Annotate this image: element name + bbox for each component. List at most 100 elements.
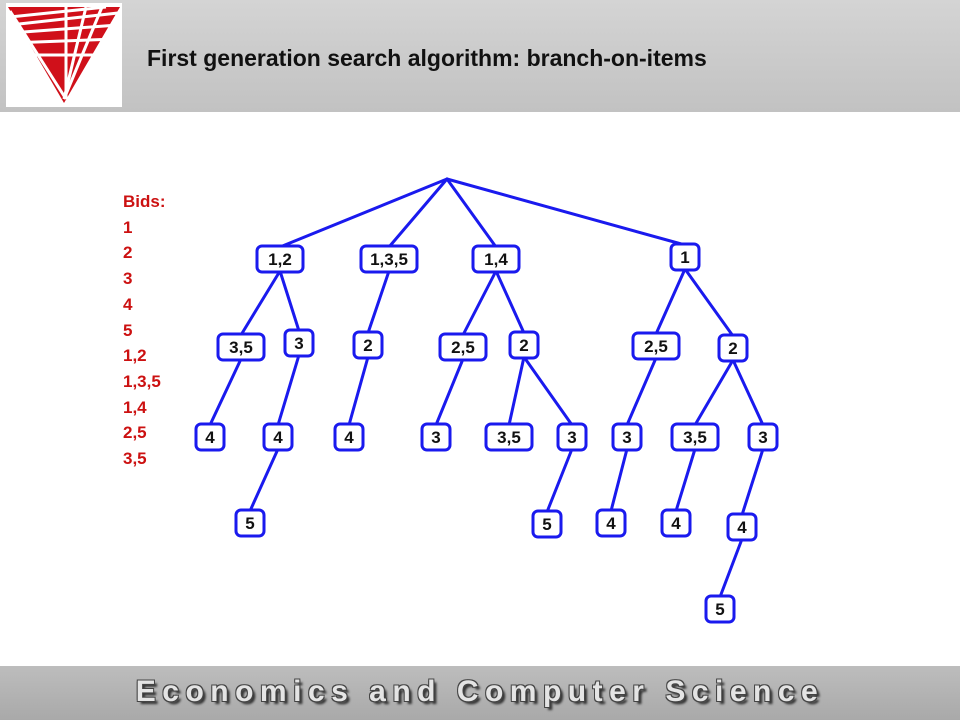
tree-node-label: 5 xyxy=(542,515,551,534)
tree-node-label: 5 xyxy=(715,600,724,619)
tree-node-label: 3,5 xyxy=(229,338,253,357)
tree-node: 1 xyxy=(669,242,701,272)
tree-node: 4 xyxy=(660,508,692,538)
tree-node: 3,5 xyxy=(670,422,720,452)
tree-node-label: 3 xyxy=(294,334,303,353)
tree-edge xyxy=(731,358,765,427)
tree-node: 5 xyxy=(704,594,736,624)
tree-node: 2,5 xyxy=(438,332,488,362)
tree-edge xyxy=(248,447,280,513)
tree-node-box xyxy=(595,508,627,538)
tree-node-label: 2 xyxy=(728,339,737,358)
tree-node-box xyxy=(531,509,563,539)
tree-node-label: 1,2 xyxy=(268,250,292,269)
tree-node-label: 4 xyxy=(273,428,283,447)
tree-node-label: 1,4 xyxy=(484,250,508,269)
slide-footer: Economics and Computer Science xyxy=(0,666,960,720)
tree-node-label: 1,3,5 xyxy=(370,250,408,269)
tree-node-box xyxy=(670,422,720,452)
tree-edge xyxy=(545,447,574,514)
tree-node-box xyxy=(359,244,419,274)
tree-node: 4 xyxy=(262,422,294,452)
tree-edge xyxy=(445,177,498,249)
tree-node-box xyxy=(669,242,701,272)
tree-node-box xyxy=(420,422,452,452)
tree-node: 2 xyxy=(717,333,749,363)
tree-node-label: 4 xyxy=(205,428,215,447)
tree-node: 3 xyxy=(420,422,452,452)
bid-item: 1 xyxy=(123,217,133,237)
tree-node-box xyxy=(508,330,540,360)
tree-edge xyxy=(278,269,301,333)
tree-node-box xyxy=(747,422,779,452)
tree-node-box xyxy=(262,422,294,452)
tree-node: 1,4 xyxy=(471,244,521,274)
tree-node-box xyxy=(234,508,266,538)
tree-edge xyxy=(347,355,370,427)
bid-item: 1,2 xyxy=(123,346,147,366)
tree-node-box xyxy=(556,422,588,452)
tree-node: 3 xyxy=(611,422,643,452)
tree-edge xyxy=(683,267,735,338)
tree-node-label: 3,5 xyxy=(683,428,707,447)
bid-item: 3 xyxy=(123,269,133,289)
tree-node: 3 xyxy=(283,328,315,358)
bids-label: Bids: xyxy=(123,192,166,211)
bid-item: 5 xyxy=(123,320,133,340)
tree-node: 4 xyxy=(194,422,226,452)
tree-node: 2,5 xyxy=(631,331,681,361)
tree-node: 3,5 xyxy=(484,422,534,452)
bids-list: Bids: 1 2 3 4 5 1,2 1,3,5 1,4 2,5 3,5 xyxy=(123,189,166,472)
tree-edge xyxy=(278,177,449,249)
tree-edges xyxy=(208,177,765,599)
tree-node-box xyxy=(726,512,758,542)
tree-node-label: 2 xyxy=(519,336,528,355)
tree-edge xyxy=(740,447,765,517)
tree-node: 1,3,5 xyxy=(359,244,419,274)
tree-node-box xyxy=(216,332,266,362)
tree-node-label: 3 xyxy=(758,428,767,447)
tree-node-label: 1 xyxy=(680,248,689,267)
tree-node-box xyxy=(194,422,226,452)
tree-edge xyxy=(625,356,658,427)
tree-edge xyxy=(654,267,687,336)
tree-node-box xyxy=(352,330,384,360)
tree-edge xyxy=(507,355,526,427)
tree-node-label: 4 xyxy=(606,514,616,533)
tree-node-box xyxy=(255,244,305,274)
tree-edge xyxy=(718,537,744,599)
tree-node-box xyxy=(704,594,736,624)
tree-node: 5 xyxy=(234,508,266,538)
slide-header: First generation search algorithm: branc… xyxy=(0,0,960,112)
tree-node-label: 5 xyxy=(245,514,254,533)
tree-node-box xyxy=(283,328,315,358)
tree-node: 4 xyxy=(595,508,627,538)
tree-edge xyxy=(276,353,301,427)
footer-text: Economics and Computer Science xyxy=(135,675,825,708)
tree-edge xyxy=(387,177,449,249)
tree-node-label: 3 xyxy=(431,428,440,447)
tree-edge xyxy=(434,357,465,427)
tree-node-box xyxy=(611,422,643,452)
bid-item: 2,5 xyxy=(123,423,147,443)
slide-title: First generation search algorithm: branc… xyxy=(147,45,707,71)
bid-item: 4 xyxy=(123,294,133,314)
tree-node-label: 3,5 xyxy=(497,428,521,447)
tree-node: 3 xyxy=(556,422,588,452)
bid-item: 2 xyxy=(123,243,133,263)
tree-node-label: 2,5 xyxy=(644,337,668,356)
tree-node: 1,2 xyxy=(255,244,305,274)
tree-node-box xyxy=(438,332,488,362)
tree-node: 3 xyxy=(747,422,779,452)
tree-node-label: 4 xyxy=(737,518,747,537)
tree-edge xyxy=(674,447,697,513)
tree-edge xyxy=(609,447,629,513)
university-logo xyxy=(6,3,122,107)
tree-edge xyxy=(693,358,735,427)
logo-graphic xyxy=(6,3,122,107)
tree-node-box xyxy=(484,422,534,452)
tree-node: 5 xyxy=(531,509,563,539)
tree-edge xyxy=(366,269,391,335)
tree-node-box xyxy=(717,333,749,363)
